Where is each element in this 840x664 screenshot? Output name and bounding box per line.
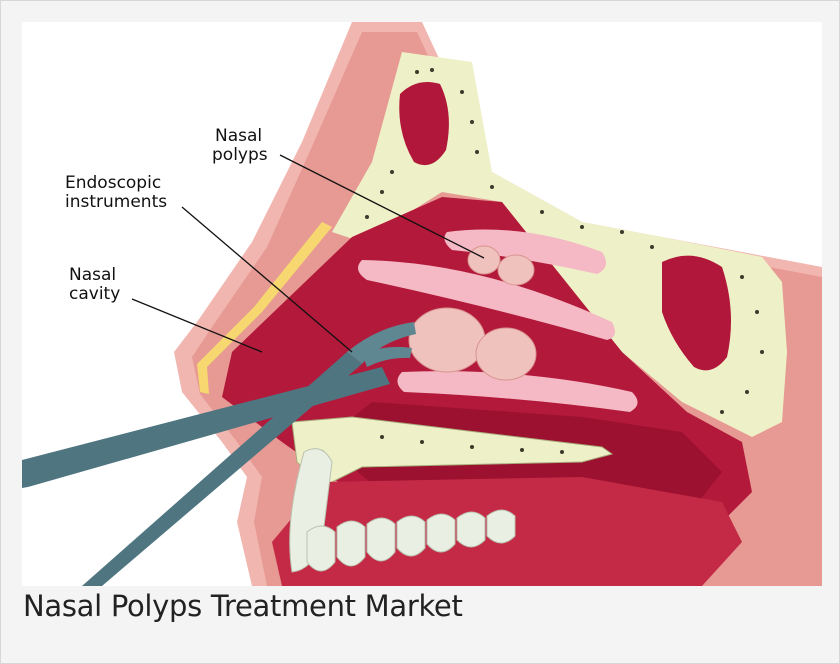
label-nasal-cavity-line2: cavity [69, 284, 120, 304]
nasal-anatomy-illustration: Nasal polyps Endoscopic instruments Nasa… [22, 22, 822, 586]
polyp-large-b [476, 328, 536, 380]
label-nasal-polyps-line1: Nasal [215, 126, 262, 146]
label-endoscopic-line1: Endoscopic [65, 173, 161, 193]
image-caption: Nasal Polyps Treatment Market [23, 589, 463, 623]
polyp-large-a [409, 308, 485, 372]
label-nasal-cavity-line1: Nasal [69, 265, 116, 285]
polyp-small-a [468, 246, 500, 274]
label-endoscopic-line2: instruments [65, 192, 167, 212]
label-nasal-polyps-line2: polyps [212, 145, 268, 165]
polyp-small-b [498, 255, 534, 285]
